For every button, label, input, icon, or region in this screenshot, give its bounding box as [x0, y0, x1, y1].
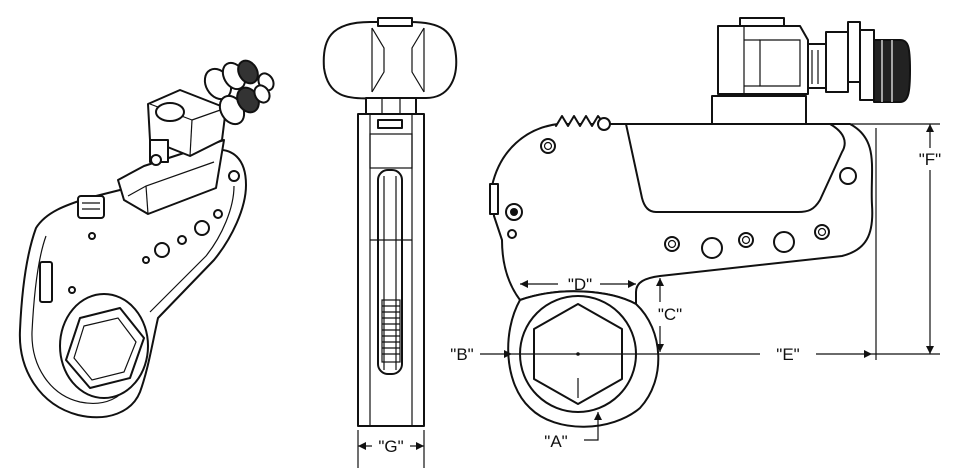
dimension-a: "A" [544, 412, 602, 451]
side-view: "G" [322, 17, 458, 468]
iso-hose-fittings [203, 59, 275, 126]
iso-hex-opening [59, 293, 149, 399]
front-swivel-base [711, 95, 807, 125]
front-inner-window [625, 123, 846, 213]
isometric-view [18, 59, 275, 419]
dimension-f: "F" [850, 123, 941, 355]
dimension-label-c: "C" [658, 305, 682, 324]
iso-ratchet-block [77, 195, 105, 219]
dimension-label-d: "D" [568, 275, 592, 294]
dimension-d: "D" [520, 275, 636, 294]
dimension-label-g: "G" [378, 437, 403, 456]
dimension-g: "G" [357, 430, 425, 468]
iso-plate-holes [68, 170, 240, 294]
dimension-c: "C" [656, 278, 682, 352]
side-swivel-cap [322, 17, 458, 100]
dimension-label-b: "B" [450, 345, 473, 364]
front-hex-ring [507, 290, 660, 428]
dimension-b: "B" [450, 345, 512, 364]
front-body-holes [505, 117, 857, 259]
front-top-teeth [555, 115, 607, 127]
front-view: "D" "C" "B" "E" "F [450, 17, 941, 451]
iso-side-slot [39, 261, 53, 303]
dimension-label-f: "F" [919, 150, 941, 169]
dimension-label-e: "E" [776, 345, 799, 364]
front-side-latch [489, 183, 499, 215]
dimension-label-a: "A" [544, 432, 567, 451]
dimension-e: "E" [760, 128, 877, 364]
side-connector [365, 97, 417, 115]
iso-body-inner-edge [31, 185, 235, 404]
front-swivel-assembly [711, 17, 911, 125]
side-ratchet-teeth [381, 299, 401, 363]
